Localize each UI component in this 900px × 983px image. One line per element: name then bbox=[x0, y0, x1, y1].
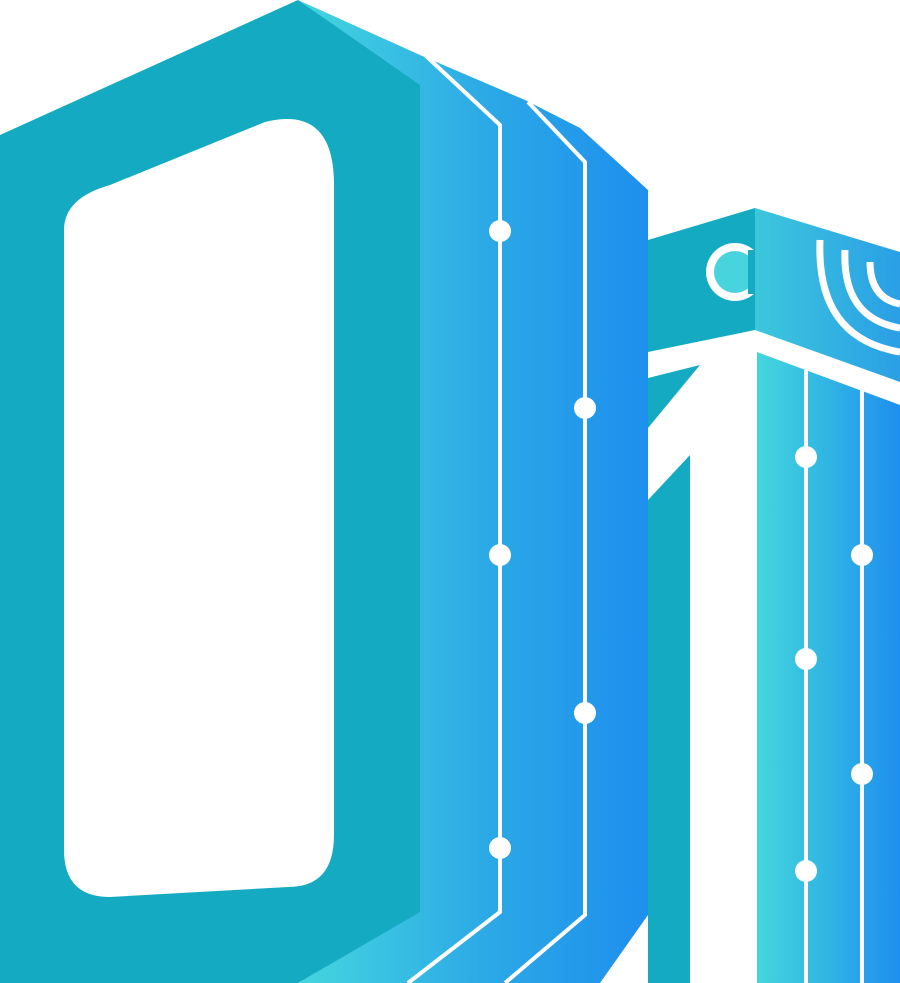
circuit-node-icon bbox=[795, 648, 817, 670]
circuit-node-icon bbox=[851, 544, 873, 566]
zero-circuit-line-1 bbox=[406, 53, 502, 983]
digit-one-stem-left bbox=[648, 455, 690, 983]
circuit-node-icon bbox=[795, 860, 817, 882]
puzzle-knob-inner bbox=[714, 251, 756, 293]
circuit-node-icon bbox=[489, 220, 511, 242]
circuit-node-icon bbox=[489, 837, 511, 859]
circuit-node-icon bbox=[489, 544, 511, 566]
circuit-node-icon bbox=[851, 763, 873, 785]
zero-circuit-line-2 bbox=[503, 100, 587, 983]
digit-zero bbox=[0, 0, 648, 983]
digit-one bbox=[648, 208, 900, 983]
digit-zero-side-face bbox=[298, 0, 648, 983]
circuit-node-icon bbox=[574, 397, 596, 419]
wifi-arcs-icon bbox=[816, 239, 900, 356]
digit-one-flag bbox=[648, 365, 700, 428]
circuit-node-icon bbox=[795, 446, 817, 468]
digit-one-front-face bbox=[757, 352, 900, 983]
circuit-node-icon bbox=[574, 702, 596, 724]
digit-zero-front-face bbox=[0, 0, 420, 983]
